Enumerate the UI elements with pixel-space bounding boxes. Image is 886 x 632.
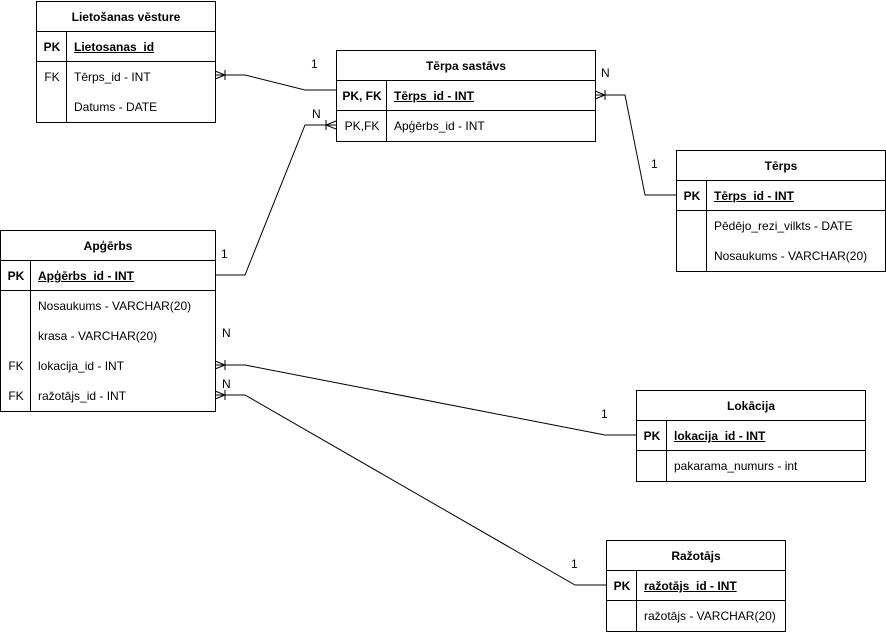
field-name: Nosaukums - VARCHAR(20)	[714, 249, 868, 263]
rel-sastavs-terps	[595, 94, 676, 196]
field-name: Tērps_id - INT	[74, 70, 151, 84]
attribute-row[interactable]: Nosaukums - VARCHAR(20)	[677, 241, 885, 271]
entity-title: Lietošanas vēsture	[37, 2, 215, 32]
field-name: Tērps_id - INT	[714, 189, 795, 203]
entity-title: Lokācija	[637, 391, 865, 421]
key-label: PK	[643, 429, 661, 443]
field-name: Pēdējo_rezi_vilkts - DATE	[714, 219, 853, 233]
key-label	[677, 241, 707, 271]
attribute-row[interactable]: ražotājs - VARCHAR(20)	[607, 601, 785, 631]
cardinality-label: N	[312, 107, 321, 121]
field-name: pakarama_numurs - int	[674, 459, 798, 473]
key-label: PK	[7, 269, 25, 283]
key-label	[677, 211, 707, 241]
attribute-row[interactable]: pakarama_numurs - int	[637, 451, 865, 481]
entity-terps[interactable]: Tērps PK Tērps_id - INT Pēdējo_rezi_vilk…	[676, 150, 886, 272]
entity-sastavs[interactable]: Tērpa sastāvs PK, FK Tērps_id - INT PK,F…	[336, 50, 596, 142]
crowfoot-markers	[214, 70, 607, 400]
cardinality-label: N	[222, 377, 231, 391]
cardinality-label: N	[222, 326, 231, 340]
key-label: PK, FK	[342, 89, 382, 103]
entity-razotajs[interactable]: Ražotājs PK ražotājs_id - INT ražotājs -…	[606, 540, 786, 632]
key-label: FK	[44, 70, 60, 84]
cardinality-label: 1	[311, 57, 318, 71]
entity-title: Apģērbs	[1, 231, 215, 261]
cardinality-label: 1	[221, 247, 228, 261]
cardinality-label: 1	[651, 157, 658, 171]
key-label	[1, 291, 31, 321]
key-label	[637, 451, 667, 481]
field-name: Datums - DATE	[74, 100, 158, 114]
key-label: FK	[8, 389, 24, 403]
field-name: ražotājs - VARCHAR(20)	[644, 609, 776, 623]
field-name: lokacija_id - INT	[38, 359, 125, 373]
primary-key-row[interactable]: PK ražotājs_id - INT	[607, 571, 785, 601]
key-label	[1, 321, 31, 351]
field-name: Apģērbs_id - INT	[38, 269, 135, 283]
rel-apgerbs-lokacija	[215, 364, 636, 436]
attribute-row[interactable]: Nosaukums - VARCHAR(20)	[1, 291, 215, 321]
attribute-row[interactable]: krasa - VARCHAR(20)	[1, 321, 215, 351]
entity-lokacija[interactable]: Lokācija PK lokacija_id - INT pakarama_n…	[636, 390, 866, 482]
key-label: PK	[613, 579, 631, 593]
field-name: Lietosanas_id	[74, 40, 155, 54]
field-name: ražotājs_id - INT	[644, 579, 737, 593]
rel-apgerbs-sastavs	[215, 124, 336, 276]
attribute-row[interactable]: PK,FK Apģērbs_id - INT	[337, 111, 595, 141]
primary-key-row[interactable]: PK Apģērbs_id - INT	[1, 261, 215, 291]
cardinality-label: N	[601, 66, 610, 80]
attribute-row[interactable]: FK Tērps_id - INT	[37, 62, 215, 92]
primary-key-row[interactable]: PK, FK Tērps_id - INT	[337, 81, 595, 111]
rel-apgerbs-razotajs	[215, 394, 606, 586]
rel-lietosanas-sastavs	[215, 74, 336, 91]
attribute-row[interactable]: FK ražotājs_id - INT	[1, 381, 215, 411]
cardinality-label: 1	[601, 407, 608, 421]
entity-apgerbs[interactable]: Apģērbs PK Apģērbs_id - INT Nosaukums - …	[0, 230, 216, 412]
field-name: ražotājs_id - INT	[38, 389, 127, 403]
field-name: Tērps_id - INT	[394, 89, 475, 103]
attribute-row[interactable]: Pēdējo_rezi_vilkts - DATE	[677, 211, 885, 241]
entity-title: Tērpa sastāvs	[337, 51, 595, 81]
primary-key-row[interactable]: PK Tērps_id - INT	[677, 181, 885, 211]
entity-title: Tērps	[677, 151, 885, 181]
key-label: PK	[43, 40, 61, 54]
primary-key-row[interactable]: PK Lietosanas_id	[37, 32, 215, 62]
attribute-row[interactable]: FK lokacija_id - INT	[1, 351, 215, 381]
key-label	[37, 92, 67, 122]
cardinality-label: 1	[571, 557, 578, 571]
key-label: PK	[683, 189, 701, 203]
key-label: PK,FK	[344, 119, 380, 133]
field-name: krasa - VARCHAR(20)	[38, 329, 158, 343]
field-name: Nosaukums - VARCHAR(20)	[38, 299, 192, 313]
field-name: lokacija_id - INT	[674, 429, 766, 443]
attribute-row[interactable]: Datums - DATE	[37, 92, 215, 122]
primary-key-row[interactable]: PK lokacija_id - INT	[637, 421, 865, 451]
field-name: Apģērbs_id - INT	[394, 119, 485, 133]
key-label	[607, 601, 637, 631]
entity-title: Ražotājs	[607, 541, 785, 571]
entity-lietosanas[interactable]: Lietošanas vēsture PK Lietosanas_id FK T…	[36, 1, 216, 123]
key-label: FK	[8, 359, 24, 373]
